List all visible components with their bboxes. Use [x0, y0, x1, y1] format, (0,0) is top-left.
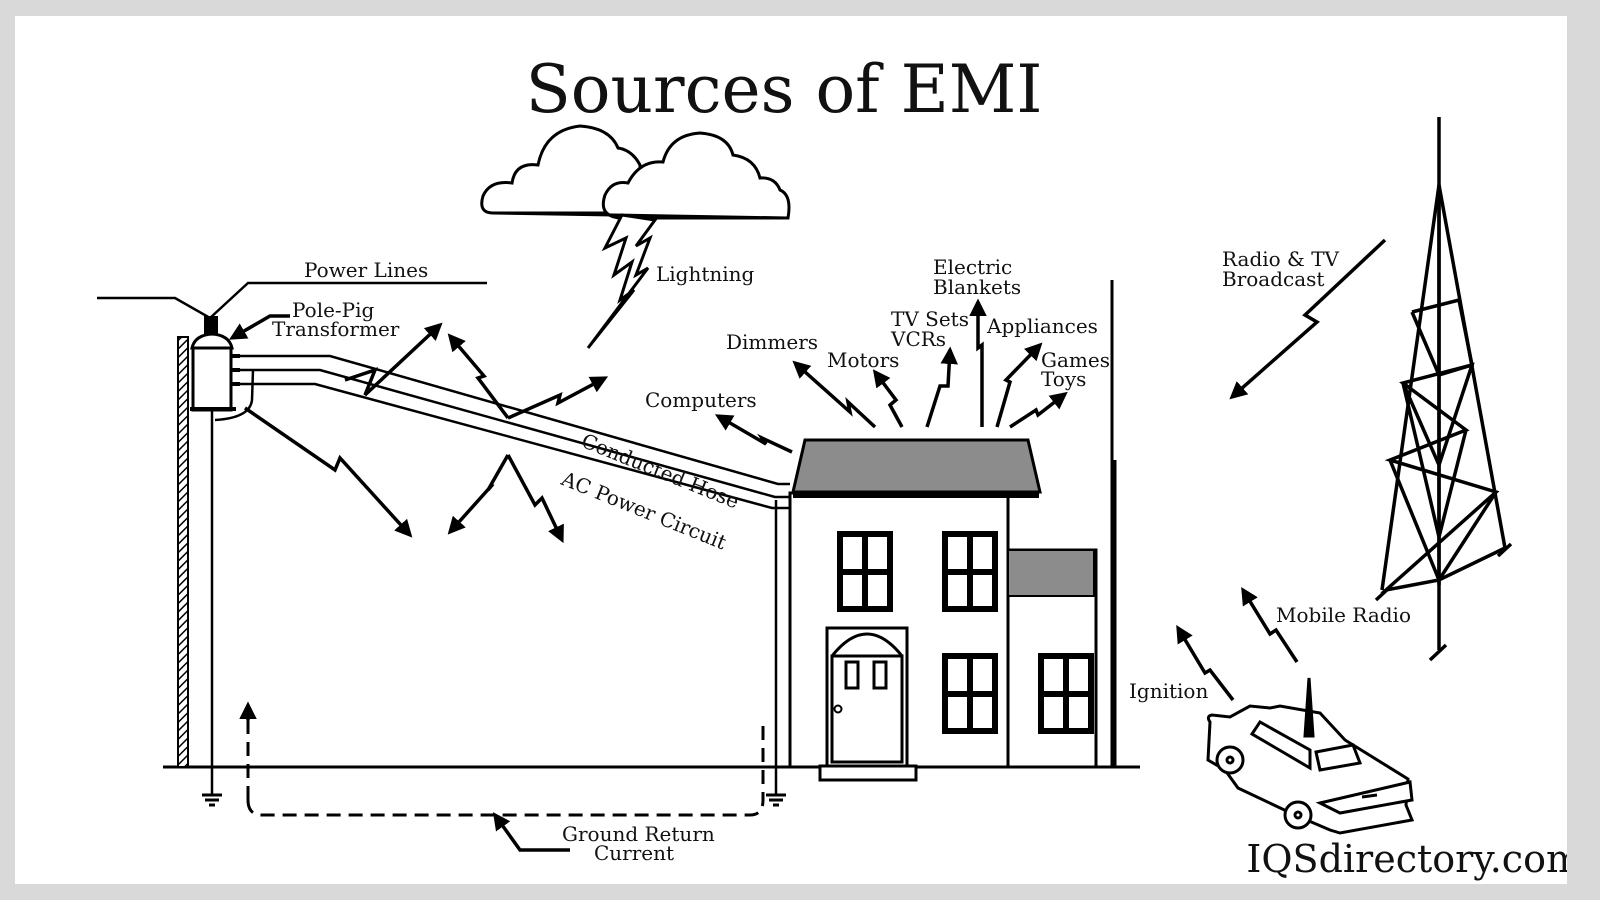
ground-return-pointer: [492, 812, 570, 852]
lightning-bolt-icon: [586, 213, 658, 349]
label-appliances: Appliances: [986, 314, 1098, 338]
house: [788, 280, 1117, 782]
watermark: IQSdirectory.com: [1246, 837, 1567, 881]
broadcast-arrow: [1229, 238, 1387, 400]
line-radiation-arrows: [244, 322, 609, 544]
window: [942, 531, 998, 612]
label-ground-return: Ground Return: [562, 822, 715, 846]
car-icon: [1206, 677, 1415, 835]
mobile-radio-arrow: [1241, 587, 1299, 663]
power-lines: [97, 281, 790, 807]
window: [942, 653, 998, 734]
label-vcrs: VCRs: [890, 327, 946, 351]
label-tv-sets: TV Sets: [891, 307, 969, 331]
label-computers: Computers: [645, 388, 757, 412]
label-broadcast: Broadcast: [1222, 267, 1324, 291]
pole-pig-transformer: [190, 316, 255, 422]
label-ignition: Ignition: [1129, 679, 1208, 703]
ground-return-path: [246, 705, 765, 817]
ground-symbol-icon: [202, 793, 222, 807]
label-motors: Motors: [827, 348, 899, 372]
label-toys: Toys: [1041, 367, 1086, 391]
label-electric: Electric: [933, 255, 1012, 279]
pole-pig-pointer: [228, 314, 290, 340]
label-power-lines: Power Lines: [304, 258, 428, 282]
broadcast-tower-icon: [1374, 117, 1513, 662]
label-mobile-radio: Mobile Radio: [1276, 603, 1411, 627]
label-pole-pig: Pole-Pig: [292, 298, 375, 322]
ground-symbol-icon: [766, 793, 786, 807]
ignition-arrow: [1176, 624, 1235, 702]
utility-pole: [177, 336, 222, 807]
diagram-title: Sources of EMI: [526, 51, 1043, 128]
diagram-panel: Sources of EMI Po: [15, 16, 1567, 884]
window: [837, 531, 893, 612]
label-blankets: Blankets: [933, 275, 1021, 299]
label-current: Current: [594, 841, 674, 865]
window: [1038, 653, 1094, 734]
storm-cloud-icon: [480, 124, 791, 220]
front-door: [818, 626, 918, 782]
label-games: Games: [1041, 348, 1110, 372]
house-radiation-arrows: [714, 298, 1068, 454]
label-dimmers: Dimmers: [726, 330, 818, 354]
emi-diagram: Sources of EMI Po: [97, 51, 1567, 881]
label-radio-tv: Radio & TV: [1222, 247, 1340, 271]
label-lightning: Lightning: [656, 262, 755, 286]
label-transformer: Transformer: [272, 317, 400, 341]
